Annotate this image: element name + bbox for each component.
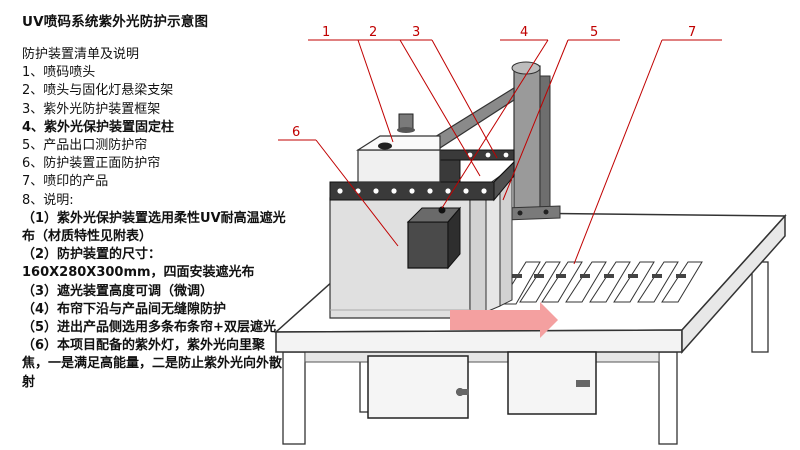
callout-3: 3 <box>412 25 420 40</box>
uv-lamp <box>406 206 462 270</box>
overhead-beam <box>428 86 515 149</box>
callout-1: 1 <box>322 25 330 40</box>
list-item: 2、喷头与固化灯悬梁支架 <box>22 83 174 99</box>
list-item: 4、紫外光保护装置固定柱 <box>22 119 175 135</box>
list-item: 3、紫外光防护装置框架 <box>22 101 161 117</box>
explanation-item: （3）遮光装置高度可调（微调） <box>22 283 214 299</box>
list-item: 6、防护装置正面防护帘 <box>22 156 161 172</box>
callout-5: 5 <box>590 25 598 40</box>
callout-6: 6 <box>292 125 300 140</box>
list-item: 7、喷印的产品 <box>22 174 109 190</box>
explanation-item: （5）进出产品侧选用多条布条帘+双层遮光 <box>22 320 276 336</box>
table-crossbar <box>304 351 660 363</box>
notes-panel: 防护装置清单及说明 1、喷码喷头 2、喷头与固化灯悬梁支架 3、紫外光防护装置框… <box>22 46 290 392</box>
explanation-item: （6）本项目配备的紫外灯，紫外光向里聚焦，一是满足高能量，二是防止紫外光向外散射 <box>22 338 283 390</box>
protection-frame <box>329 149 515 202</box>
callout-numbers: 1 2 3 4 5 7 6 <box>292 25 696 140</box>
control-box-left <box>367 355 469 419</box>
callout-2: 2 <box>369 25 377 40</box>
print-head <box>355 113 441 183</box>
product-flow-arrow <box>450 302 558 338</box>
explanation-item: （2）防护装置的尺寸：160X280X300mm，四面安装遮光布 <box>22 247 255 281</box>
explanation-item: （1）紫外光保护装置选用柔性UV耐高温遮光布（材质特性见附表） <box>22 210 286 245</box>
list-item: 1、喷码喷头 <box>22 65 96 81</box>
list-item: 8、说明: <box>22 192 74 208</box>
list-item: 5、产品出口测防护帘 <box>22 138 148 154</box>
diagram-title: UV喷码系统紫外光防护示意图 <box>22 14 209 30</box>
control-box-right <box>507 351 597 415</box>
callout-7: 7 <box>688 25 696 40</box>
explanation-item: （4）布帘下沿与产品间无缝隙防护 <box>22 301 227 317</box>
support-column <box>505 61 561 221</box>
callout-4: 4 <box>520 25 528 40</box>
callouts <box>278 39 722 265</box>
notes-heading: 防护装置清单及说明 <box>22 47 140 62</box>
